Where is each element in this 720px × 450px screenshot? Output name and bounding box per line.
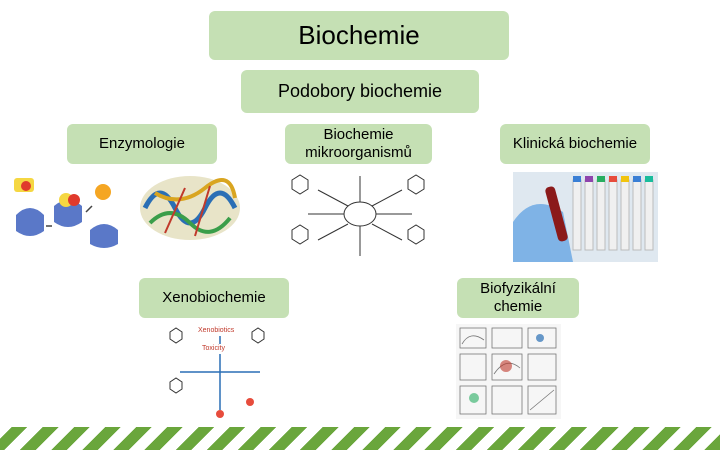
protein-blob (140, 176, 240, 240)
enzyme-shape (90, 224, 118, 248)
category-enzymologie: Enzymologie (67, 124, 217, 164)
molecule-highlight (536, 334, 544, 342)
photo-background (456, 324, 561, 419)
category-biofyzikalni-label: Biofyzikální chemie (480, 280, 556, 315)
category-mikroorganismy: Biochemie mikroorganismů (285, 124, 432, 164)
protein-helix (164, 185, 211, 237)
title-box: Biochemie (209, 11, 509, 60)
category-biofyzikalni: Biofyzikální chemie (457, 278, 579, 318)
category-xenobiochemie-label: Xenobiochemie (162, 289, 266, 306)
category-klinicka: Klinická biochemie (500, 124, 650, 164)
category-xenobiochemie: Xenobiochemie (139, 278, 289, 318)
enzyme-shape (16, 208, 44, 236)
subtitle: Podobory biochemie (277, 80, 443, 101)
subtitle-box: Podobory biochemie (241, 70, 479, 113)
category-klinicka-label: Klinická biochemie (512, 135, 638, 152)
xenobiotics-image: Xenobiotics Toxicity (169, 327, 265, 418)
test-tube-rack (572, 176, 654, 251)
product-shape (95, 184, 111, 200)
enzyme-shape (54, 200, 82, 227)
protein-helix (148, 211, 232, 234)
arrow-icon (46, 205, 93, 227)
molecule-structures (169, 327, 265, 394)
marker-dot (216, 410, 224, 418)
protein-helix (153, 178, 237, 202)
substrate-shape (68, 194, 80, 206)
xeno-label: Xenobiotics (198, 327, 235, 334)
lab-test-tubes-image (513, 172, 658, 262)
substrate-shape (21, 181, 31, 191)
metabolism-arrows (308, 176, 412, 256)
protein-structure-image (140, 176, 240, 240)
title: Biochemie (298, 19, 420, 50)
microbial-metabolism-image (291, 174, 425, 256)
xeno-label: Toxicity (202, 345, 225, 352)
category-enzymologie-label: Enzymologie (99, 135, 185, 152)
metabolism-center (343, 201, 377, 227)
decorative-stripe-bar (0, 427, 720, 450)
category-mikroorganismy-label: Biochemie mikroorganismů (305, 126, 412, 161)
molecule-highlight (469, 393, 479, 403)
molecule-highlight (500, 360, 512, 372)
enzyme-substrate-image (14, 178, 118, 248)
blood-tube (545, 186, 568, 242)
biophysics-collage-image (456, 324, 561, 419)
molecule-structures (291, 174, 425, 245)
xeno-arrows (180, 336, 260, 410)
marker-dot (246, 398, 254, 406)
